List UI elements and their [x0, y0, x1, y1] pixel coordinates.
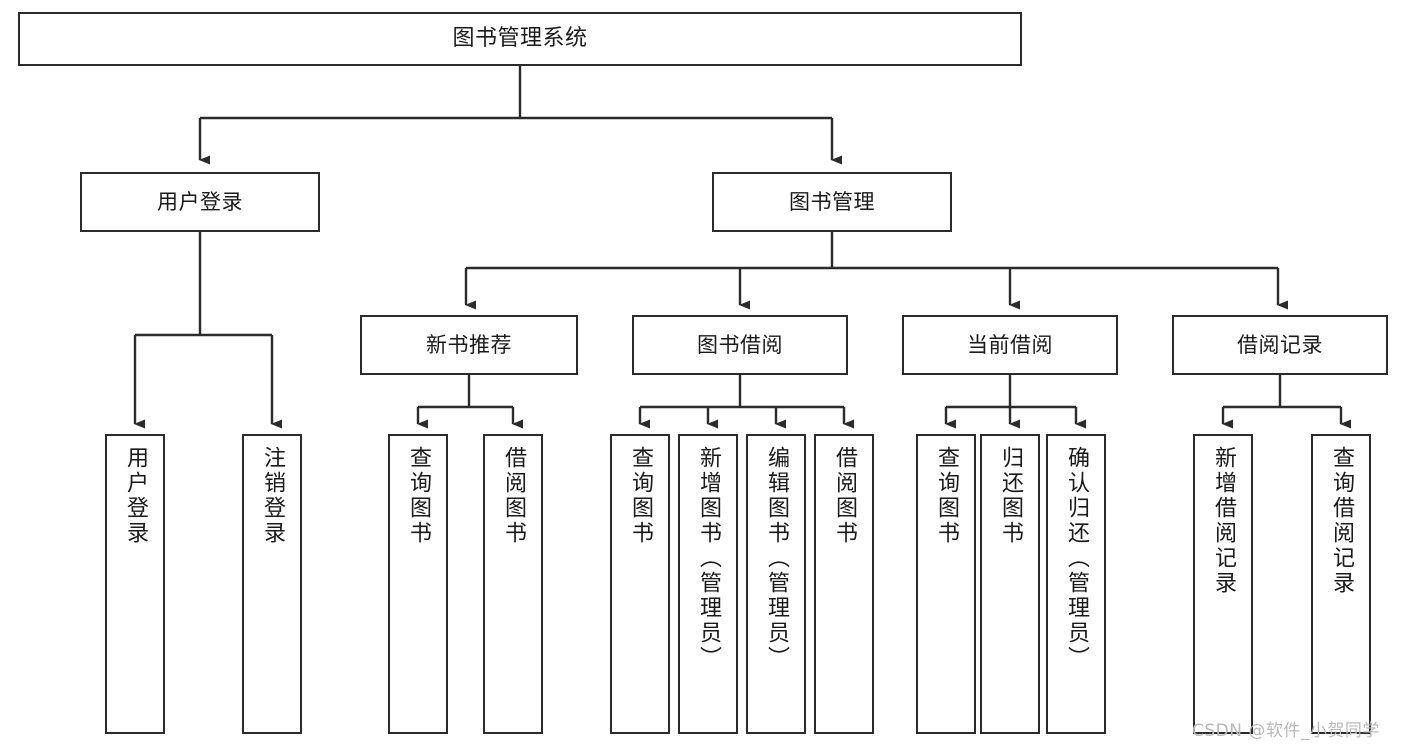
leaf-borrow-book[interactable]: 借阅图书 — [814, 434, 874, 734]
node-label: 编辑图书（管理员） — [764, 446, 789, 671]
node-label: 注销登录 — [260, 446, 285, 546]
node-book-management[interactable]: 图书管理 — [712, 172, 952, 232]
node-label: 查询图书 — [628, 446, 653, 546]
leaf-edit-book-admin[interactable]: 编辑图书（管理员） — [746, 434, 806, 734]
node-label: 新增图书（管理员） — [696, 446, 721, 671]
leaf-add-borrow-record[interactable]: 新增借阅记录 — [1193, 434, 1253, 734]
leaf-user-login[interactable]: 用户登录 — [105, 434, 165, 734]
node-user-login[interactable]: 用户登录 — [80, 172, 320, 232]
node-label: 图书借阅 — [697, 332, 783, 357]
node-label: 借阅图书 — [501, 446, 526, 546]
node-label: 用户登录 — [157, 189, 243, 214]
leaf-query-book-borrow[interactable]: 查询图书 — [610, 434, 670, 734]
node-label: 查询图书 — [934, 446, 959, 546]
node-label: 借阅图书 — [832, 446, 857, 546]
leaf-confirm-return-admin[interactable]: 确认归还（管理员） — [1046, 434, 1106, 734]
leaf-query-borrow-record[interactable]: 查询借阅记录 — [1311, 434, 1371, 734]
node-label: 图书管理系统 — [452, 26, 588, 52]
leaf-add-book-admin[interactable]: 新增图书（管理员） — [678, 434, 738, 734]
leaf-user-logout[interactable]: 注销登录 — [242, 434, 302, 734]
node-borrow-record[interactable]: 借阅记录 — [1172, 315, 1388, 375]
node-label: 用户登录 — [123, 446, 148, 546]
node-label: 归还图书 — [998, 446, 1023, 546]
node-label: 借阅记录 — [1237, 332, 1323, 357]
node-label: 图书管理 — [789, 189, 875, 214]
node-book-borrow[interactable]: 图书借阅 — [632, 315, 848, 375]
leaf-query-book-current[interactable]: 查询图书 — [916, 434, 976, 734]
node-root-library-system[interactable]: 图书管理系统 — [18, 12, 1022, 66]
node-label: 确认归还（管理员） — [1064, 446, 1089, 671]
leaf-query-book-recommend[interactable]: 查询图书 — [388, 434, 448, 734]
csdn-watermark: CSDN @软件_小贺同学 — [1192, 721, 1380, 741]
node-current-borrow[interactable]: 当前借阅 — [902, 315, 1118, 375]
leaf-borrow-book-recommend[interactable]: 借阅图书 — [483, 434, 543, 734]
node-new-book-recommend[interactable]: 新书推荐 — [360, 315, 578, 375]
node-label: 新书推荐 — [426, 332, 512, 357]
node-label: 查询图书 — [406, 446, 431, 546]
node-label: 新增借阅记录 — [1211, 446, 1236, 596]
node-label: 当前借阅 — [967, 332, 1053, 357]
node-label: 查询借阅记录 — [1329, 446, 1354, 596]
leaf-return-book[interactable]: 归还图书 — [980, 434, 1040, 734]
